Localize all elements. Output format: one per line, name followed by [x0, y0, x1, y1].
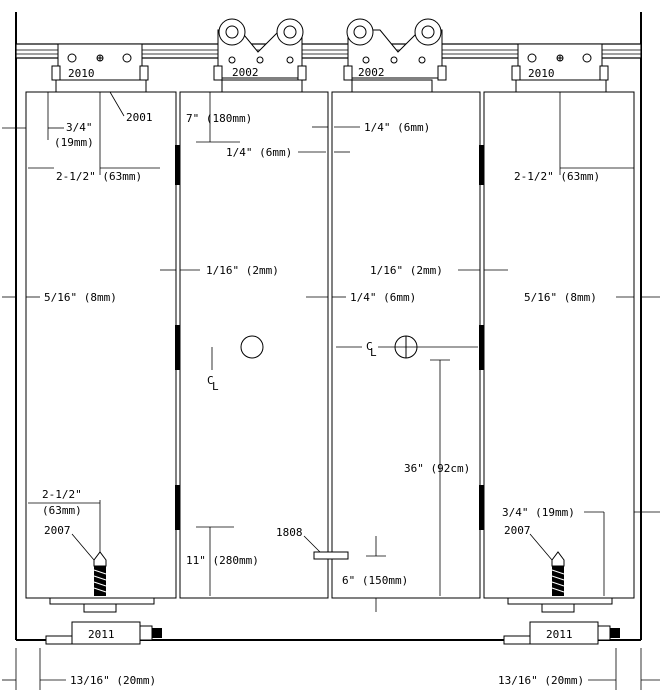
dim-label: 2-1/2" [42, 488, 82, 501]
hinges [175, 145, 484, 530]
dim-label: 1/4" (6mm) [226, 146, 292, 159]
dim-label: 2-1/2" (63mm) [514, 170, 600, 183]
centerline-right: C L [336, 340, 478, 359]
dim-label: 7" (180mm) [186, 112, 252, 125]
dim-label: (63mm) [42, 504, 82, 517]
floor-bracket-left: 2011 [45, 621, 162, 645]
dim-1-16-left: 1/16" (2mm) [160, 264, 279, 277]
dim-label: 1/4" (6mm) [350, 291, 416, 304]
dim-1-4-top-mid: 1/4" (6mm) [226, 146, 350, 159]
dim-7in: 7" (180mm) [186, 92, 252, 143]
dim-label: 5/16" (8mm) [524, 291, 597, 304]
bracket-label-left: 2010 [68, 67, 95, 80]
dim-13-16-right: 13/16" (20mm) [498, 648, 660, 690]
dim-label: 3/4" (19mm) [502, 506, 575, 519]
dim-13-16-left: 13/16" (20mm) [2, 648, 156, 690]
dim-label: (19mm) [54, 136, 94, 149]
bracket-label-right: 2010 [528, 67, 555, 80]
dim-11in: 11" (280mm) [186, 526, 259, 596]
hanger-label-right: 2002 [358, 66, 385, 79]
pivot-callout: 2001 [109, 91, 153, 124]
dim-label: 5/16" (8mm) [44, 291, 117, 304]
dim-label: 1/4" (6mm) [364, 121, 430, 134]
top-bracket-left: 2010 [51, 43, 149, 93]
bottom-pivot-label-left: 2007 [44, 524, 71, 537]
dim-label: 2-1/2" (63mm) [56, 170, 142, 183]
dim-1-4-top-right: 1/4" (6mm) [312, 121, 430, 134]
handle-hole-left [240, 335, 264, 359]
floor-bracket-label-left: 2011 [88, 628, 115, 641]
dim-6in: 6" (150mm) [342, 536, 408, 612]
hanger-right: 2002 [343, 18, 447, 93]
handle-part-label: 1808 [276, 526, 303, 539]
centerline-symbol-l: L [212, 380, 219, 393]
dim-2-1-2-top-right: 2-1/2" (63mm) [514, 92, 634, 183]
dim-label: 6" (150mm) [342, 574, 408, 587]
dim-label: 3/4" [66, 121, 93, 134]
bottom-pivot-label-right: 2007 [504, 524, 531, 537]
bottom-pivot-left: 2007 [44, 524, 155, 613]
dim-label: 13/16" (20mm) [498, 674, 584, 687]
dim-36in: 36" (92cm) [404, 359, 470, 596]
floor-bracket-right: 2011 [503, 621, 620, 645]
floor-bracket-label-right: 2011 [546, 628, 573, 641]
pivot-callout-label: 2001 [126, 111, 153, 124]
centerline-symbol: C [207, 374, 214, 387]
dim-5-16-right: 5/16" (8mm) [524, 291, 660, 304]
hanger-left: 2002 [213, 18, 307, 93]
door-panel-2 [179, 91, 329, 599]
dim-1-16-right: 1/16" (2mm) [370, 264, 508, 277]
handle-1808: 1808 [276, 526, 349, 560]
dim-2-1-2-top-left: 2-1/2" (63mm) [28, 92, 160, 183]
dim-2-1-2-bottom-left: 2-1/2" (63mm) [28, 488, 101, 560]
dim-5-16-left: 5/16" (8mm) [2, 291, 117, 304]
dim-3-4-bottom-right: 3/4" (19mm) [502, 506, 660, 596]
centerline-left: C L [207, 347, 219, 393]
dim-label: 13/16" (20mm) [70, 674, 156, 687]
centerline-symbol-l: L [370, 346, 377, 359]
centerline-symbol: C [366, 340, 373, 353]
hanger-label-left: 2002 [232, 66, 259, 79]
dim-label: 1/16" (2mm) [370, 264, 443, 277]
top-bracket-right: 2010 [511, 43, 609, 93]
dim-label: 1/16" (2mm) [206, 264, 279, 277]
dim-label: 11" (280mm) [186, 554, 259, 567]
dim-3-4-top-left: 3/4" (19mm) [2, 92, 94, 149]
bottom-pivot-right: 2007 [504, 524, 613, 613]
dim-label: 36" (92cm) [404, 462, 470, 475]
dim-1-4-mid: 1/4" (6mm) [306, 291, 416, 304]
